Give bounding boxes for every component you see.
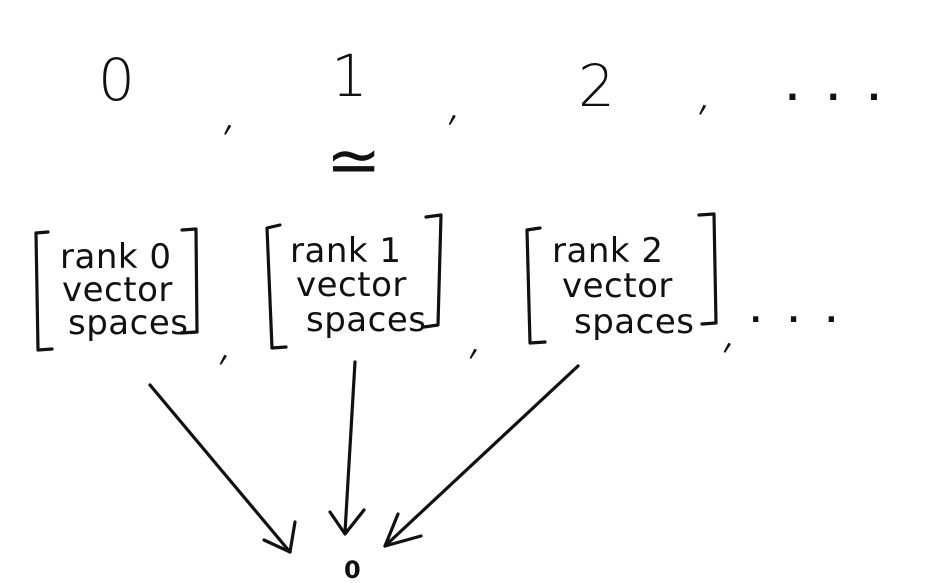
left-bracket-0 xyxy=(34,230,54,352)
isomorphism-symbol: ≃ xyxy=(326,122,381,199)
top-ellipsis: . . . xyxy=(786,69,888,109)
box-1-line-3: spaces xyxy=(306,300,426,340)
box-2-line-3: spaces xyxy=(574,302,694,342)
arrow-from-rank-1 xyxy=(343,360,357,534)
bottom-ellipsis: . . . xyxy=(750,295,845,330)
right-bracket-0 xyxy=(179,227,199,335)
target-zero: 0 xyxy=(344,556,361,583)
box-1-line-2: vector xyxy=(296,265,407,305)
box-0-line-2: vector xyxy=(62,270,173,310)
bracket-group-rank-0: rank 0 vector spaces xyxy=(34,227,199,352)
bracket-group-rank-2: rank 2 vector spaces xyxy=(525,212,718,345)
arrow-head-rank-1 xyxy=(328,508,366,536)
right-bracket-1 xyxy=(422,213,443,329)
arrow-head-rank-2 xyxy=(383,512,423,548)
arrow-head-rank-0 xyxy=(262,520,297,554)
right-bracket-2 xyxy=(697,212,718,326)
box-1-line-1: rank 1 xyxy=(290,231,402,271)
top-comma-3: , xyxy=(690,54,729,124)
top-item-2: 2 xyxy=(578,52,615,120)
box-0-line-3: spaces xyxy=(68,303,188,343)
arrow-from-rank-0 xyxy=(148,383,292,554)
left-bracket-1 xyxy=(265,223,288,350)
box-2-line-2: vector xyxy=(562,266,673,306)
arrow-from-rank-2 xyxy=(383,364,580,548)
top-item-1: 1 xyxy=(331,42,368,110)
bracket-group-rank-1: rank 1 vector spaces xyxy=(265,213,443,350)
top-comma-1: , xyxy=(215,74,254,144)
box-0-line-1: rank 0 xyxy=(60,237,172,277)
box-2-line-1: rank 2 xyxy=(552,231,664,271)
bottom-comma-2: , xyxy=(461,299,502,369)
top-comma-2: , xyxy=(440,64,479,134)
bottom-comma-1: , xyxy=(211,305,252,375)
left-bracket-2 xyxy=(525,226,547,345)
top-item-0: 0 xyxy=(98,46,135,114)
